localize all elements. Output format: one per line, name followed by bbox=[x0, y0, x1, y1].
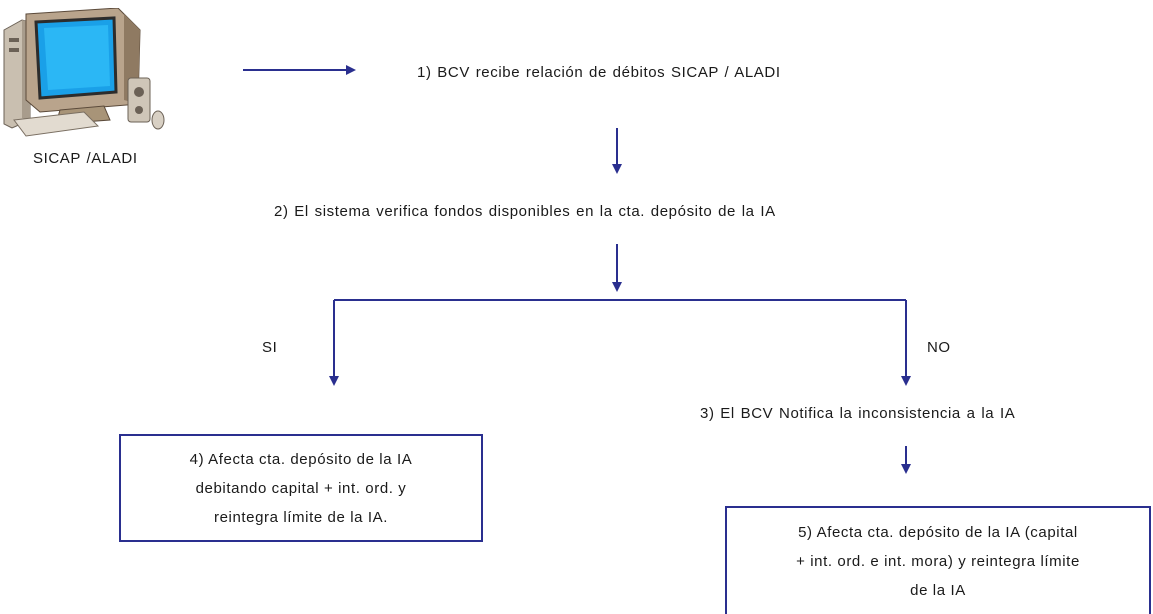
step5-line-2: + int. ord. e int. mora) y reintegra lím… bbox=[796, 552, 1080, 570]
no-branch-label: NO bbox=[927, 339, 951, 356]
step4-line-2: debitando capital + int. ord. y bbox=[195, 479, 407, 497]
step5-line-3: de la IA bbox=[910, 581, 966, 599]
step2-text: 2) El sistema verifica fondos disponible… bbox=[274, 203, 776, 220]
desktop-computer-icon bbox=[3, 8, 165, 137]
step4-box: 4) Afecta cta. depósito de la IA debitan… bbox=[119, 434, 483, 542]
step3-text: 3) El BCV Notifica la inconsistencia a l… bbox=[700, 405, 1016, 422]
step4-line-3: reintegra límite de la IA. bbox=[213, 508, 388, 526]
step5-line-1: 5) Afecta cta. depósito de la IA (capita… bbox=[798, 523, 1078, 541]
yes-branch-label: SI bbox=[262, 339, 278, 356]
step1-text: 1) BCV recibe relación de débitos SICAP … bbox=[417, 64, 781, 81]
step5-box: 5) Afecta cta. depósito de la IA (capita… bbox=[725, 506, 1151, 614]
step4-line-1: 4) Afecta cta. depósito de la IA bbox=[189, 450, 413, 468]
source-label: SICAP /ALADI bbox=[33, 150, 138, 167]
